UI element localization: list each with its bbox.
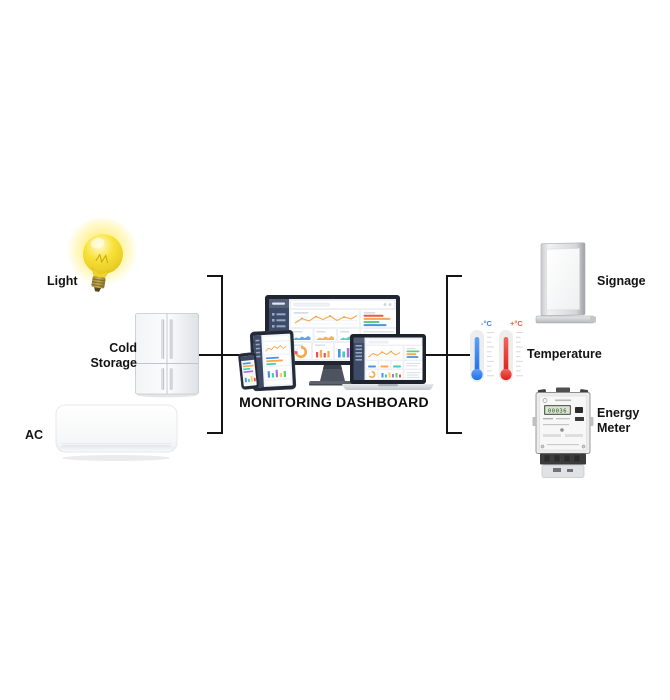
signage-device bbox=[528, 234, 600, 326]
left-middle-connector-line bbox=[199, 354, 256, 356]
energy-meter-label-line1: Energy bbox=[597, 406, 640, 420]
hot-thermometer bbox=[499, 330, 523, 382]
light-device bbox=[58, 216, 146, 304]
monitoring-dashboard-title: MONITORING DASHBOARD bbox=[239, 394, 429, 410]
laptop-graphic bbox=[342, 334, 434, 390]
left-bracket-bottom-tick bbox=[207, 432, 223, 434]
smartphone-graphic bbox=[238, 352, 260, 390]
cold-temperature-mark: -°C bbox=[481, 319, 492, 328]
devices-cluster-graphic bbox=[238, 295, 434, 392]
cold-storage-label: Cold Storage bbox=[83, 341, 137, 371]
light-label: Light bbox=[47, 274, 78, 288]
temperature-device bbox=[468, 328, 526, 392]
energy-meter-icon: 00036 bbox=[532, 387, 594, 478]
signage-totem-icon bbox=[535, 242, 596, 324]
light-bulb-icon bbox=[66, 218, 138, 292]
hot-temperature-mark: +°C bbox=[510, 319, 523, 328]
energy-meter-label-line2: Meter bbox=[597, 421, 631, 435]
ac-device bbox=[54, 402, 180, 464]
ac-label: AC bbox=[25, 428, 44, 442]
cold-storage-label-line1: Cold bbox=[109, 341, 137, 355]
cold-thermometer bbox=[470, 330, 494, 382]
cold-storage-label-line2: Storage bbox=[90, 356, 137, 370]
signage-label: Signage bbox=[597, 274, 646, 288]
thermometers-icon bbox=[470, 330, 523, 382]
temperature-label: Temperature bbox=[527, 347, 602, 361]
cold-storage-device bbox=[134, 312, 200, 398]
right-bracket-top-tick bbox=[446, 275, 462, 277]
left-bracket-top-tick bbox=[207, 275, 223, 277]
right-middle-connector-line bbox=[419, 354, 472, 356]
refrigerator-icon bbox=[135, 313, 199, 398]
meter-lcd-value: 00036 bbox=[548, 408, 567, 414]
energy-meter-label: Energy Meter bbox=[597, 406, 639, 436]
right-bracket-bottom-tick bbox=[446, 432, 462, 434]
tablet-graphic bbox=[249, 329, 297, 392]
energy-meter-device: 00036 bbox=[531, 387, 595, 479]
monitoring-dashboard-devices bbox=[238, 287, 434, 399]
air-conditioner-icon bbox=[55, 404, 178, 461]
